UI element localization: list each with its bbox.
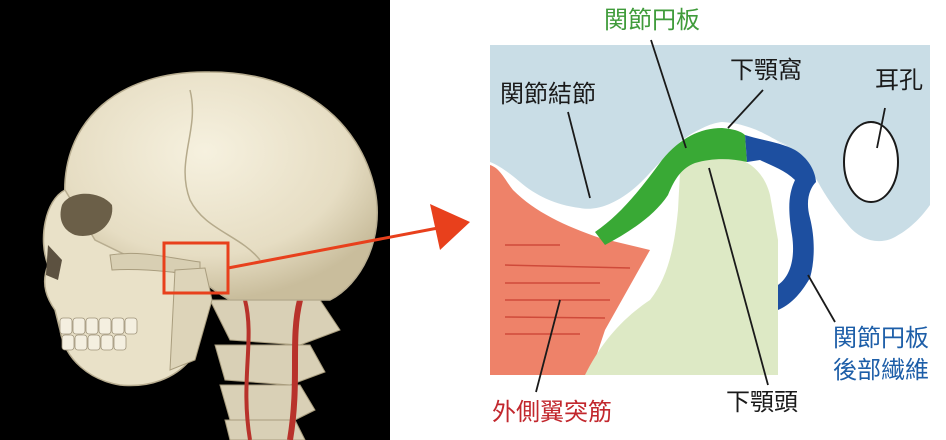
label-posterior-fibers-line2: 後部繊維 — [833, 356, 929, 384]
suture — [184, 89, 261, 261]
arrow-right-icon — [227, 204, 470, 270]
eye-socket — [60, 193, 113, 236]
articular-disc — [595, 128, 747, 245]
nasal-cavity — [46, 245, 62, 280]
label-ear-canal: 耳孔 — [875, 66, 923, 94]
joint-space-lower — [605, 212, 676, 248]
teeth — [59, 317, 138, 351]
vessel-2 — [243, 299, 252, 440]
mandibular-condyle — [585, 157, 778, 375]
label-mandibular-fossa: 下顎窩 — [730, 56, 802, 84]
label-mandibular-condyle: 下顎頭 — [726, 388, 798, 416]
skull-image — [0, 0, 390, 440]
lateral-pterygoid-muscle — [490, 165, 650, 375]
label-posterior-fibers-line1: 関節円板 — [833, 324, 929, 352]
vessel — [287, 299, 303, 440]
label-articular-disc: 関節円板 — [604, 6, 700, 34]
leader-lines — [535, 39, 886, 393]
label-articular-eminence: 関節結節 — [500, 80, 596, 108]
ear-canal-oval — [843, 121, 899, 203]
temporal-bone — [490, 45, 930, 242]
tmj-schematic — [490, 45, 930, 375]
posterior-disc-fibers — [745, 135, 816, 310]
label-lateral-pterygoid: 外側翼突筋 — [492, 398, 612, 426]
